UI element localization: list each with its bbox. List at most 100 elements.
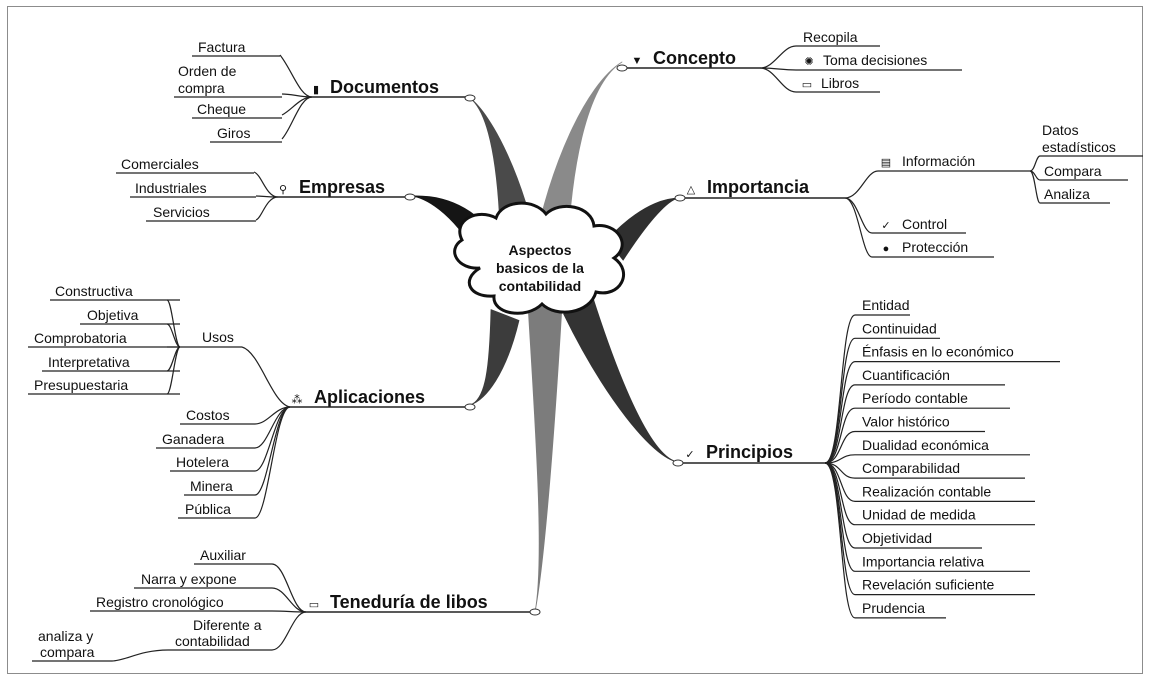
sub-branch-usos: Usos (202, 329, 234, 345)
leaf-prudencia: Prudencia (862, 600, 925, 616)
leaf-constructiva: Constructiva (55, 283, 133, 299)
leaf-connector (281, 96, 313, 140)
leaf-enfasis-en-lo-economico: Énfasis en lo económico (862, 344, 1014, 360)
warning-triangle-icon: △ (687, 184, 696, 196)
leaf-control: Control (902, 216, 947, 232)
leaf-valor-historico: Valor histórico (862, 414, 950, 430)
funnel-icon: ▼ (632, 55, 643, 67)
leaf-connector (166, 323, 181, 348)
branch-concepto: Concepto (653, 48, 736, 68)
leaf-connector (844, 197, 873, 258)
leaf-unidad-de-medida: Unidad de medida (862, 507, 976, 523)
leaf-analiza-y-compara: compara (40, 644, 95, 660)
book-icon: ▭ (309, 599, 319, 611)
leaf-diferente-a-contabilidad: contabilidad (175, 633, 250, 649)
leaf-hotelera: Hotelera (176, 454, 229, 470)
leaf-presupuestaria: Presupuestaria (34, 377, 128, 393)
leaf-importancia-relativa: Importancia relativa (862, 553, 984, 569)
branch-knob (529, 608, 541, 616)
leaf-diferente-a-contabilidad: Diferente a (193, 617, 262, 633)
main-branch-connector (469, 309, 520, 406)
leaf-minera: Minera (190, 478, 233, 494)
leaf-connector (255, 196, 279, 221)
branch-teneduria: Teneduría de libos (330, 592, 488, 612)
main-branch-connector (527, 304, 563, 613)
leaf-connector (241, 346, 291, 408)
leaf-connector (759, 67, 797, 93)
leaf-publica: Pública (185, 501, 231, 517)
page-icon: ▮ (313, 84, 319, 96)
leaf-connector (824, 462, 856, 619)
leaf-connector (824, 314, 856, 464)
gear-icon: ✺ (804, 56, 813, 68)
leaf-connector (271, 610, 307, 613)
leaf-connector (844, 170, 879, 199)
magnifier-icon: ⚲ (279, 184, 287, 196)
sub-branch-informacion: Información (902, 153, 975, 169)
leaf-connector (271, 611, 307, 651)
leaf-registro-cronologico: Registro cronológico (96, 594, 224, 610)
leaf-cheque: Cheque (197, 101, 246, 117)
leaf-proteccion: Protección (902, 239, 968, 255)
leaf-comprobatoria: Comprobatoria (34, 330, 127, 346)
leaf-connector (1029, 155, 1041, 172)
shield-icon: ● (883, 243, 890, 255)
leaf-connector (166, 346, 181, 395)
branch-knob (404, 193, 416, 201)
center-topic-line: Aspectos (508, 242, 571, 258)
leaf-servicios: Servicios (153, 204, 210, 220)
leaf-connector (824, 384, 856, 464)
leaf-libros: Libros (821, 75, 859, 91)
main-branch-connector (563, 295, 679, 463)
book-icon: ▭ (802, 79, 812, 91)
leaf-costos: Costos (186, 407, 230, 423)
leaf-datos-estadisticos: estadísticos (1042, 139, 1116, 155)
leaf-ganadera: Ganadera (162, 431, 224, 447)
leaf-analiza: Analiza (1044, 186, 1090, 202)
leaf-objetiva: Objetiva (87, 307, 139, 323)
leaf-connector (824, 337, 856, 464)
leaf-connector (254, 406, 291, 449)
leaf-interpretativa: Interpretativa (48, 354, 130, 370)
branch-knob (672, 459, 684, 467)
leaf-orden-de-compra: Orden de (178, 63, 237, 79)
leaf-connector (279, 54, 313, 98)
leaf-recopila: Recopila (803, 29, 858, 45)
branch-principios: Principios (706, 442, 793, 462)
branch-knob (616, 64, 628, 72)
leaf-auxiliar: Auxiliar (200, 547, 246, 563)
center-topic-line: basicos de la (496, 260, 584, 276)
leaf-connector (824, 361, 856, 464)
leaf-connector (824, 462, 856, 502)
leaf-cuantificacion: Cuantificación (862, 367, 950, 383)
leaf-datos-estadisticos: Datos (1042, 122, 1079, 138)
leaf-connector (254, 406, 291, 519)
leaf-realizacion-contable: Realización contable (862, 483, 991, 499)
check-icon: ✓ (881, 220, 890, 232)
checkmark-icon: ✓ (685, 449, 694, 461)
leaf-factura: Factura (198, 39, 246, 55)
leaf-connector (759, 45, 797, 69)
leaf-dualidad-economica: Dualidad económica (862, 437, 989, 453)
center-cloud (453, 201, 626, 315)
leaf-connector (111, 649, 169, 662)
leaf-connector (271, 563, 307, 613)
leaf-periodo-contable: Período contable (862, 390, 968, 406)
chart-icon: ▤ (881, 157, 891, 169)
branch-importancia: Importancia (707, 177, 810, 197)
branch-aplicaciones: Aplicaciones (314, 387, 425, 407)
branch-documentos: Documentos (330, 77, 439, 97)
branch-knob (674, 194, 686, 202)
leaf-connector (254, 406, 291, 496)
leaf-connector (271, 587, 307, 613)
leaf-industriales: Industriales (135, 180, 207, 196)
leaf-objetividad: Objetividad (862, 530, 932, 546)
leaf-comparabilidad: Comparabilidad (862, 460, 960, 476)
leaf-giros: Giros (217, 125, 250, 141)
leaf-narra-y-expone: Narra y expone (141, 571, 237, 587)
branch-knob (464, 403, 476, 411)
leaf-comerciales: Comerciales (121, 156, 199, 172)
leaf-connector (253, 171, 279, 198)
leaf-analiza-y-compara: analiza y (38, 628, 93, 644)
branch-empresas: Empresas (299, 177, 385, 197)
